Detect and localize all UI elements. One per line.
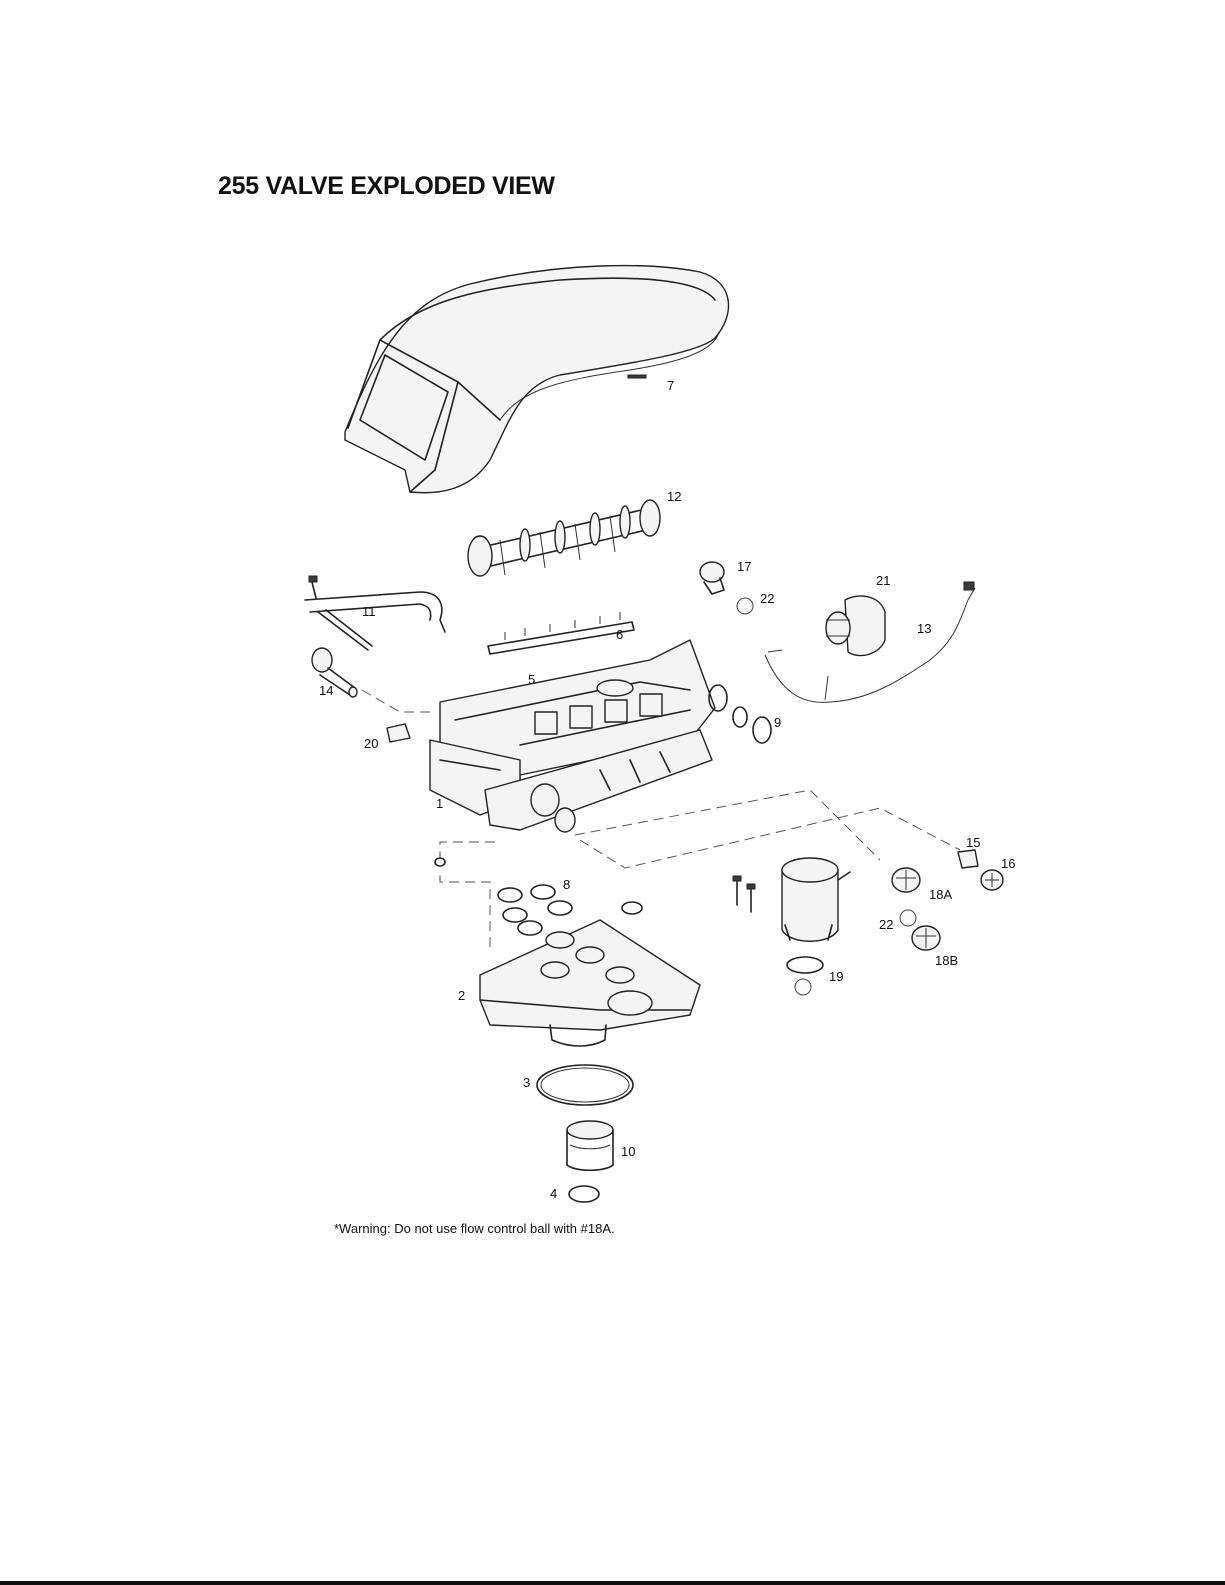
callout-18b: 18B	[935, 953, 958, 968]
callout-1: 1	[436, 796, 443, 811]
part-22-ball-top	[737, 598, 753, 614]
callout-15: 15	[966, 835, 980, 850]
part-2-base	[480, 920, 700, 1046]
part-10-adapter	[567, 1121, 613, 1170]
callout-20: 20	[364, 736, 378, 751]
callout-8: 8	[563, 877, 570, 892]
page-bottom-rule	[0, 1581, 1225, 1585]
callout-16: 16	[1001, 856, 1015, 871]
callout-22-bottom: 22	[879, 917, 893, 932]
callout-9: 9	[774, 715, 781, 730]
part-9-orings	[709, 685, 771, 743]
callout-12: 12	[667, 489, 681, 504]
callout-11: 11	[362, 604, 376, 619]
part-18b-plug	[912, 926, 940, 950]
screws	[733, 876, 755, 912]
part-4-oring-small	[569, 1186, 599, 1202]
part-20-clip	[387, 724, 410, 742]
washer-small	[435, 858, 445, 866]
part-19-ball	[795, 979, 811, 995]
callout-17: 17	[737, 559, 751, 574]
callout-22-top: 22	[760, 591, 774, 606]
part-3-oring-large	[537, 1065, 633, 1105]
callout-5: 5	[528, 672, 535, 687]
callout-21: 21	[876, 573, 890, 588]
callout-7: 7	[667, 378, 674, 393]
callout-6: 6	[616, 627, 623, 642]
part-17-flow-control	[700, 562, 724, 594]
callout-2: 2	[458, 988, 465, 1003]
part-19-oring	[787, 957, 823, 973]
callout-18a: 18A	[929, 887, 952, 902]
callout-10: 10	[621, 1144, 635, 1159]
callout-13: 13	[917, 621, 931, 636]
part-21-motor	[826, 596, 885, 656]
part-15-fitting	[958, 850, 978, 868]
part-22-ball-bottom	[900, 910, 916, 926]
callout-19: 19	[829, 969, 843, 984]
callout-4: 4	[550, 1186, 557, 1201]
part-18a-plug	[892, 868, 920, 892]
callout-14: 14	[319, 683, 333, 698]
part-19-housing	[782, 858, 850, 941]
callout-3: 3	[523, 1075, 530, 1090]
part-6-spring-strip	[488, 612, 634, 654]
part-16-cap	[981, 870, 1003, 890]
warning-note: *Warning: Do not use flow control ball w…	[334, 1221, 615, 1236]
part-8-orings	[498, 885, 642, 935]
callout-labels: 1 2 3 4 5 6 7 8 9 10 11 12 13 14 15 16 1…	[319, 378, 1015, 1201]
part-12-piston-gear	[468, 500, 660, 576]
